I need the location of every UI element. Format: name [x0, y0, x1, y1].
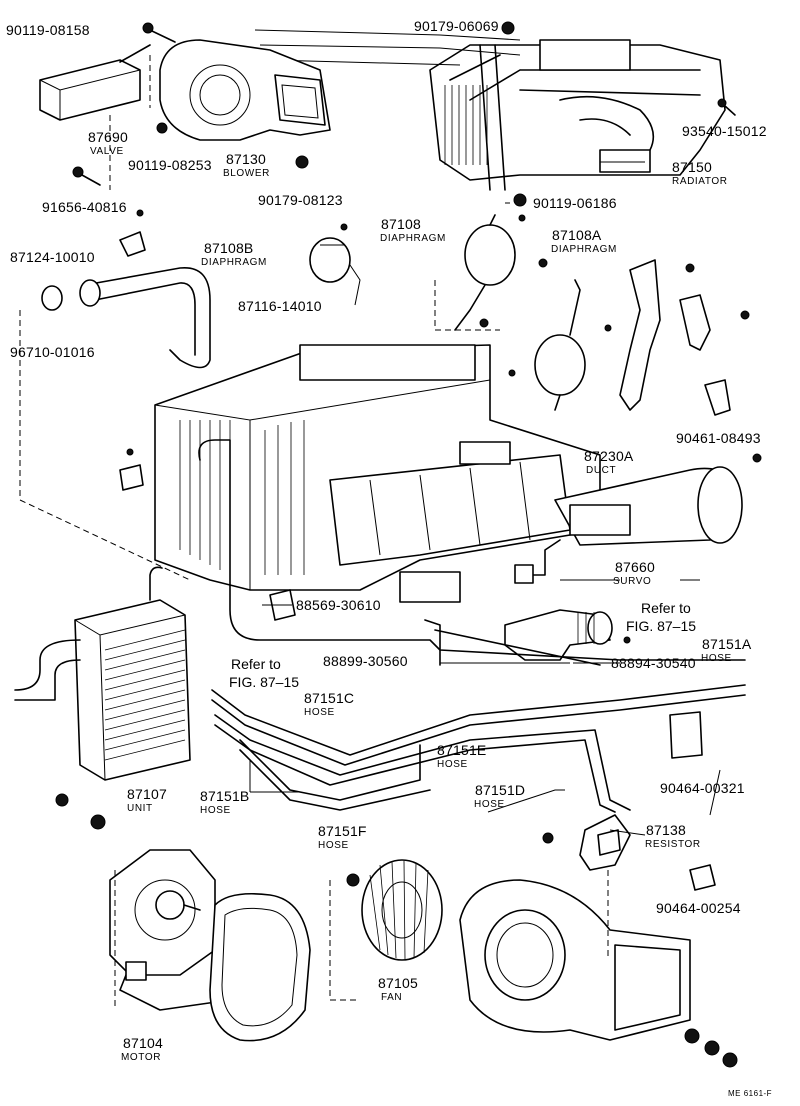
label-87105: 87105 — [378, 975, 418, 991]
label-87660-name: SURVO — [613, 576, 652, 587]
hose-87124-drawing — [41, 267, 211, 369]
fan-drawing — [361, 859, 443, 961]
blower-drawing — [159, 39, 331, 141]
label-87108a: 87108A — [552, 227, 602, 243]
label-87150: 87150 — [672, 159, 712, 175]
leader-lines — [249, 161, 721, 836]
label-87108-name: DIAPHRAGM — [380, 233, 446, 244]
label-87107-name: UNIT — [127, 803, 153, 814]
valve-drawing — [39, 44, 151, 121]
label-87151c-name: HOSE — [304, 707, 335, 718]
label-87151b-name: HOSE — [200, 805, 231, 816]
label-87138-name: RESISTOR — [645, 839, 701, 850]
resistor-drawing — [579, 814, 631, 871]
label-88569-30610: 88569-30610 — [296, 597, 381, 613]
label-87151e: 87151E — [437, 742, 487, 758]
label-87108a-name: DIAPHRAGM — [551, 244, 617, 255]
label-refer-right-line2: FIG. 87–15 — [626, 618, 697, 634]
label-88894-30540: 88894-30540 — [611, 655, 696, 671]
label-87130-name: BLOWER — [223, 168, 270, 179]
label-87151c: 87151C — [304, 690, 355, 706]
gasket-drawing — [209, 892, 311, 1042]
label-87151e-name: HOSE — [437, 759, 468, 770]
label-87104-name: MOTOR — [121, 1052, 162, 1063]
label-87151a: 87151A — [702, 636, 752, 652]
bracket-arms — [619, 259, 731, 416]
label-90461-08493: 90461-08493 — [676, 430, 761, 446]
label-91656-40816: 91656-40816 — [42, 199, 127, 215]
label-87150-name: RADIATOR — [672, 176, 728, 187]
tube-fitting-drawing — [504, 609, 613, 661]
label-87107: 87107 — [127, 786, 167, 802]
label-90464-00321: 90464-00321 — [660, 780, 745, 796]
label-87105-name: FAN — [381, 992, 403, 1003]
small-fasteners — [55, 21, 762, 1068]
label-87151d-name: HOSE — [474, 799, 505, 810]
label-87116-14010: 87116-14010 — [238, 298, 322, 314]
label-87124-10010: 87124-10010 — [10, 249, 95, 265]
hose-bundle-drawing — [198, 439, 746, 813]
label-87151d: 87151D — [475, 782, 526, 798]
label-88899-30560: 88899-30560 — [323, 653, 408, 669]
label-87108b: 87108B — [204, 240, 254, 256]
dashed-leaders — [19, 55, 609, 1010]
label-87151a-name: HOSE — [701, 653, 732, 664]
label-90179-06069: 90179-06069 — [414, 18, 499, 34]
label-90119-06186: 90119-06186 — [533, 195, 617, 211]
unit-87107-drawing — [14, 566, 191, 781]
heater-unit-drawing — [154, 344, 601, 603]
diaphragm-drawings — [309, 214, 586, 411]
label-refer-right-line1: Refer to — [641, 600, 691, 616]
label-90119-08253: 90119-08253 — [128, 157, 212, 173]
figure-code: ME 6161-F — [728, 1089, 773, 1098]
label-87138: 87138 — [646, 822, 686, 838]
label-refer-left-line2: FIG. 87–15 — [229, 674, 300, 690]
label-87690-name: VALVE — [90, 146, 124, 157]
survo-drawing — [514, 466, 743, 584]
label-87151f-name: HOSE — [318, 840, 349, 851]
label-87230a: 87230A — [584, 448, 634, 464]
label-87108b-name: DIAPHRAGM — [201, 257, 267, 268]
label-90179-08123: 90179-08123 — [258, 192, 343, 208]
label-87104: 87104 — [123, 1035, 163, 1051]
label-87130: 87130 — [226, 151, 266, 167]
label-90464-00254: 90464-00254 — [656, 900, 741, 916]
label-87151b: 87151B — [200, 788, 250, 804]
label-87108: 87108 — [381, 216, 421, 232]
radiator-drawing — [254, 29, 726, 191]
label-90119-08158: 90119-08158 — [6, 22, 90, 38]
label-87660: 87660 — [615, 559, 655, 575]
label-refer-left-line1: Refer to — [231, 656, 281, 672]
label-87230a-name: DUCT — [586, 465, 617, 476]
label-87151f: 87151F — [318, 823, 367, 839]
blower-housing-drawing — [459, 879, 691, 1041]
label-96710-01016: 96710-01016 — [10, 344, 95, 360]
clips — [119, 231, 716, 891]
label-93540-15012: 93540-15012 — [682, 123, 767, 139]
label-87690: 87690 — [88, 129, 128, 145]
